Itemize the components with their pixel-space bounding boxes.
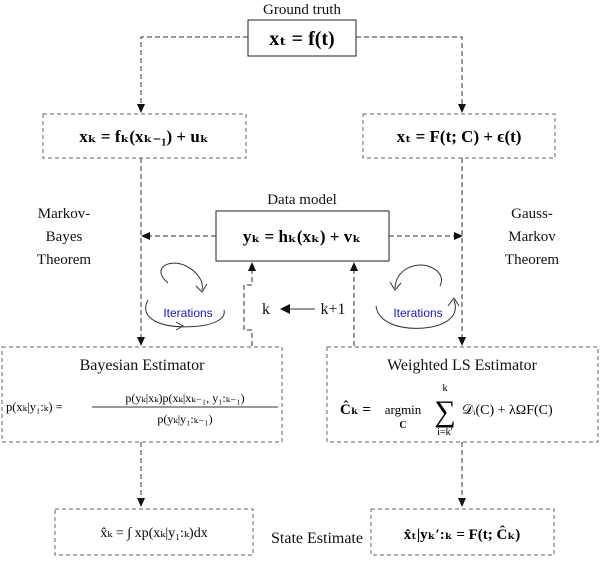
- ground-truth-box: [247, 19, 357, 57]
- right-model-box: [362, 113, 556, 159]
- data-model-title: Data model: [267, 192, 337, 208]
- markov-bayes-theorem-label: Markov- Bayes Theorem: [37, 206, 91, 268]
- arrowhead-right-wls: [458, 337, 466, 346]
- wls-argmin-subscript: C: [399, 420, 406, 431]
- arrowhead-truth-right: [458, 104, 466, 113]
- bayesian-lhs: p(xₖ|y₁:ₖ) =: [6, 400, 63, 414]
- right-iteration-loop-icon: [375, 264, 460, 329]
- svg-text:Markov-: Markov-: [38, 206, 91, 222]
- ground-truth-title: Ground truth: [263, 2, 341, 18]
- svg-text:Theorem: Theorem: [37, 252, 91, 268]
- svg-text:Markov: Markov: [508, 229, 556, 245]
- left-model-equation: xₖ = fₖ(xₖ₋₁) + uₖ: [79, 127, 208, 146]
- data-model-box: [215, 210, 390, 262]
- right-model-equation: xₜ = F(t; C) + ϵ(t): [397, 127, 522, 146]
- arrowhead-bayes-state: [137, 498, 145, 507]
- iteration-k-next-label: k+1: [320, 301, 345, 318]
- svg-text:Bayes: Bayes: [46, 229, 83, 245]
- right-state-estimate-box: [370, 508, 555, 556]
- wls-rhs: 𝒟ᵢ(C) + λΩF(C): [462, 403, 553, 418]
- wls-sum-sign: ∑: [434, 395, 455, 428]
- wls-estimator-title: Weighted LS Estimator: [387, 357, 537, 374]
- right-iterations-label: Iterations: [393, 306, 442, 320]
- wls-estimator-box: [326, 346, 599, 443]
- left-iterations-label: Iterations: [163, 306, 212, 320]
- arrowhead-feedback-right: [350, 262, 358, 271]
- svg-text:Theorem: Theorem: [505, 252, 559, 268]
- arrowhead-truth-left: [137, 104, 145, 113]
- left-state-estimate-box: [54, 508, 254, 556]
- state-estimate-label: State Estimate: [271, 530, 363, 547]
- iteration-step-arrowhead: [280, 304, 290, 314]
- arrowhead-wls-state: [458, 498, 466, 507]
- right-state-estimate-equation: x̂ₜ|yₖ′:ₖ = F(t; Ĉₖ): [404, 525, 520, 543]
- connector-truth-to-right: [356, 36, 463, 104]
- left-model-box: [42, 113, 247, 159]
- bayesian-estimator-box: [1, 346, 283, 443]
- bayesian-estimator-title: Bayesian Estimator: [80, 357, 206, 374]
- svg-text:Gauss-: Gauss-: [511, 206, 553, 222]
- feedback-left-path: [243, 270, 253, 346]
- wls-argmin: argmin: [385, 402, 422, 417]
- data-model-equation: yₖ = hₖ(xₖ) + vₖ: [243, 227, 361, 246]
- ground-truth-equation: xₜ = f(t): [269, 28, 334, 50]
- connector-truth-to-left: [140, 36, 248, 104]
- bayesian-denominator: p(yₖ|y₁:ₖ₋₁): [157, 412, 212, 426]
- wls-sum-top: k: [443, 383, 448, 394]
- arrowhead-left-bayes: [137, 337, 145, 346]
- bayesian-numerator: p(yₖ|xₖ)p(xₖ|xₖ₋₁, y₁:ₖ₋₁): [125, 391, 244, 405]
- iteration-k-label: k: [262, 301, 270, 318]
- left-state-estimate-equation: x̂ₖ = ∫ xp(xₖ|y₁:ₖ)dx: [100, 526, 207, 541]
- arrowhead-feedback-left: [248, 262, 256, 271]
- arrowhead-data-right: [454, 232, 463, 240]
- left-iteration-loop-icon: [145, 262, 225, 331]
- wls-sum-bottom: i=k′: [437, 427, 453, 438]
- wls-lhs: Ĉₖ =: [340, 400, 371, 418]
- gauss-markov-theorem-label: Gauss- Markov Theorem: [505, 206, 559, 268]
- arrowhead-data-left: [141, 232, 150, 240]
